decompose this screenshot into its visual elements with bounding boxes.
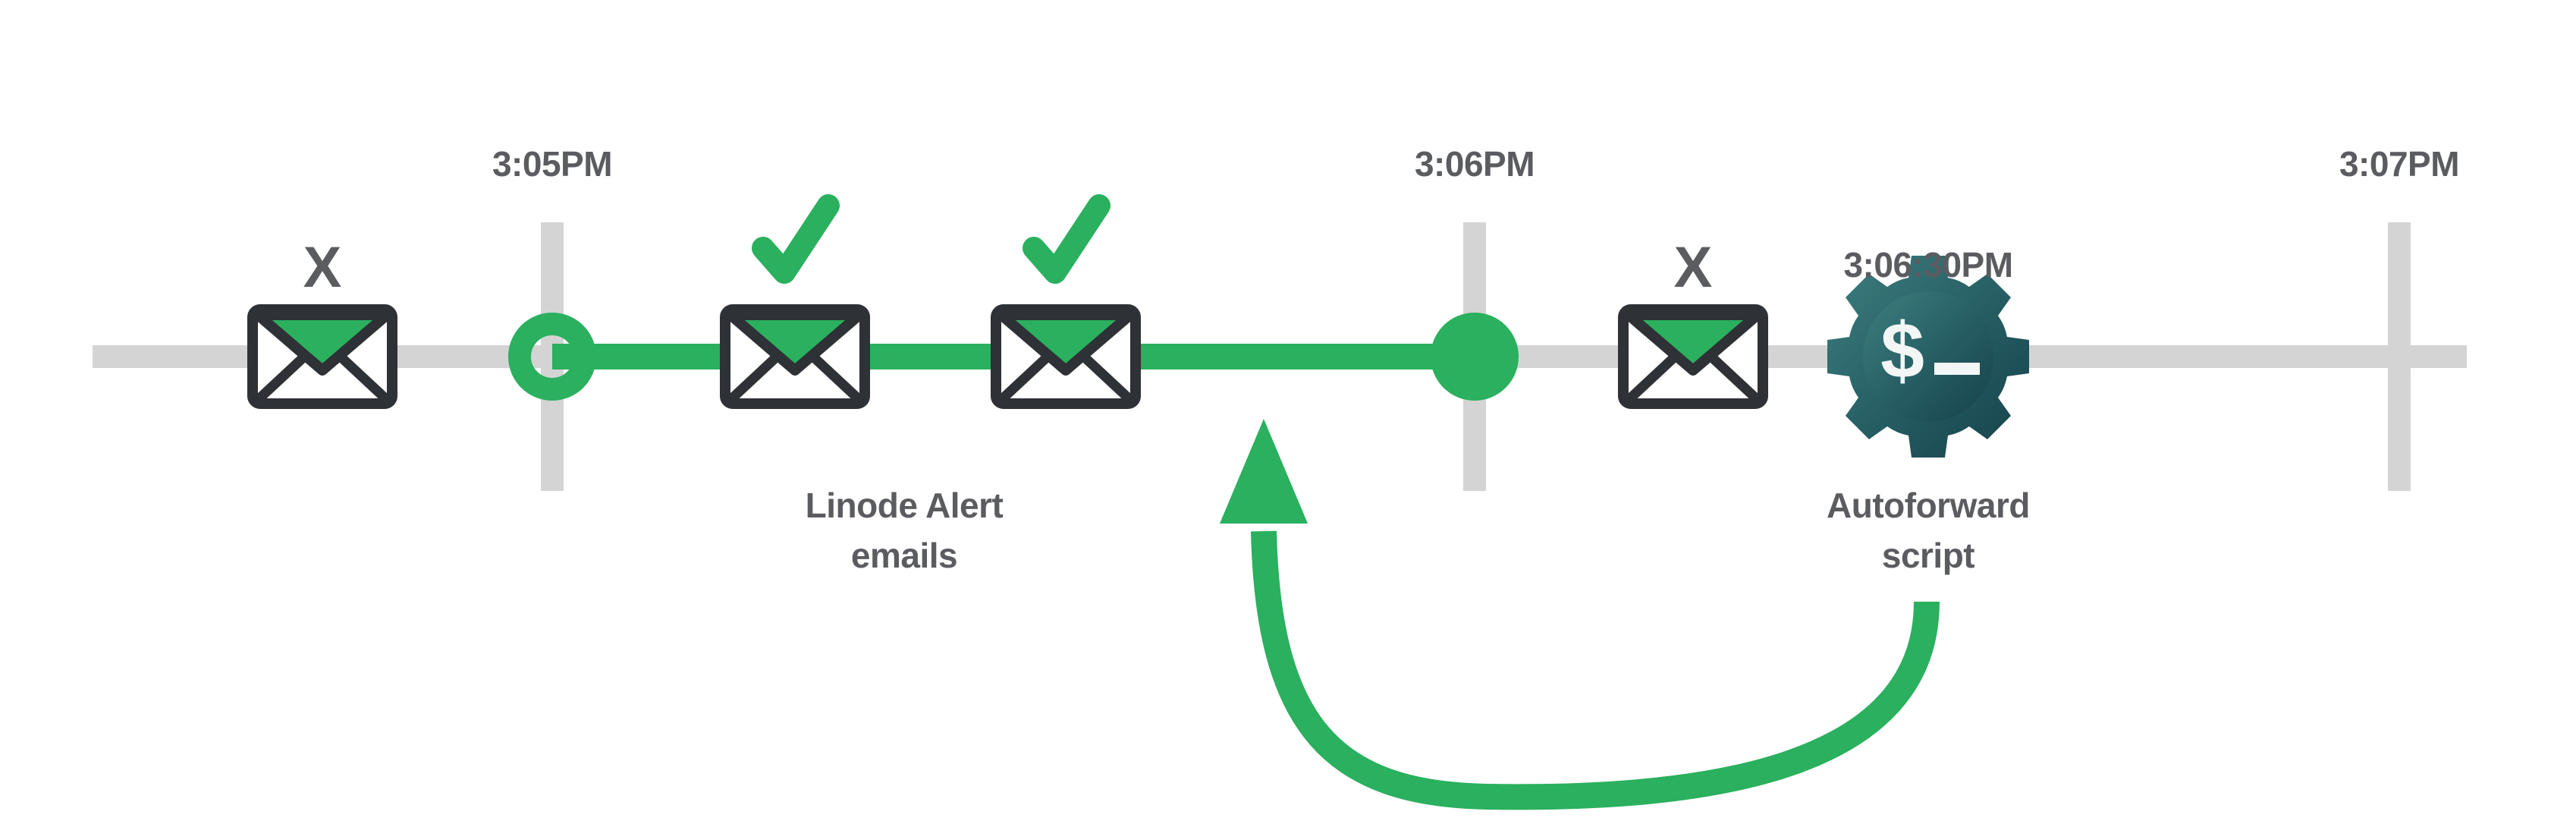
envelope-icon-3[interactable]	[991, 304, 1141, 409]
tick-label-307pm: 3:07PM	[2339, 144, 2459, 184]
envelope-fold-left	[997, 353, 1051, 404]
tick-label-306pm: 3:06PM	[1415, 144, 1535, 184]
linode-alert-emails-label-line2: emails	[851, 536, 957, 575]
x-mark-icon-1: X	[303, 235, 342, 300]
autoforward-script-label: Autoforward script	[1827, 486, 2030, 575]
envelope-fold-right	[809, 353, 864, 404]
gear-script-icon[interactable]: $	[1827, 256, 2029, 458]
envelope-icon-2[interactable]	[720, 304, 870, 409]
envelope-fold-left	[1624, 353, 1679, 404]
check-mark-icon-2	[1023, 194, 1111, 284]
feedback-arrow-head	[1220, 419, 1308, 524]
envelope-fold-left	[726, 353, 781, 404]
linode-alert-emails-label: Linode Alert emails	[806, 486, 1004, 575]
envelope-flap	[253, 310, 392, 376]
status-glyph-group: X X	[303, 194, 1713, 300]
envelope-fold-right	[1707, 353, 1762, 404]
linode-alert-emails-label-line1: Linode Alert	[806, 486, 1004, 525]
feedback-arrow-curve	[1251, 530, 1940, 810]
start-ring-marker[interactable]	[508, 313, 596, 401]
tick-307pm	[2388, 222, 2411, 491]
envelope-fold-right	[337, 353, 391, 404]
envelope-fold-left	[253, 353, 308, 404]
gear-hub	[1863, 291, 1993, 422]
tick-labels: 3:05PM 3:06PM 3:07PM	[492, 144, 2460, 184]
autoforward-script-label-line2: script	[1882, 536, 1974, 575]
x-mark-icon-2: X	[1674, 235, 1713, 300]
dollar-prompt-glyph: $	[1880, 307, 1924, 395]
envelope-icon-4[interactable]	[1618, 304, 1768, 409]
envelope-flap	[725, 310, 865, 376]
terminal-cursor-glyph	[1934, 363, 1980, 375]
envelope-icon-1[interactable]	[247, 304, 397, 409]
autoforward-script-label-line1: Autoforward	[1827, 486, 2030, 525]
tick-label-305pm: 3:05PM	[492, 144, 612, 184]
envelope-flap	[996, 310, 1136, 376]
autoforward-feedback-arrow	[1220, 419, 1940, 810]
autoforward-timestamp: 3:06:30PM	[1843, 245, 2012, 285]
check-mark-icon-1	[752, 194, 840, 284]
envelope-fold-right	[1080, 353, 1135, 404]
end-dot-marker[interactable]	[1431, 313, 1519, 401]
envelope-flap	[1623, 310, 1763, 376]
